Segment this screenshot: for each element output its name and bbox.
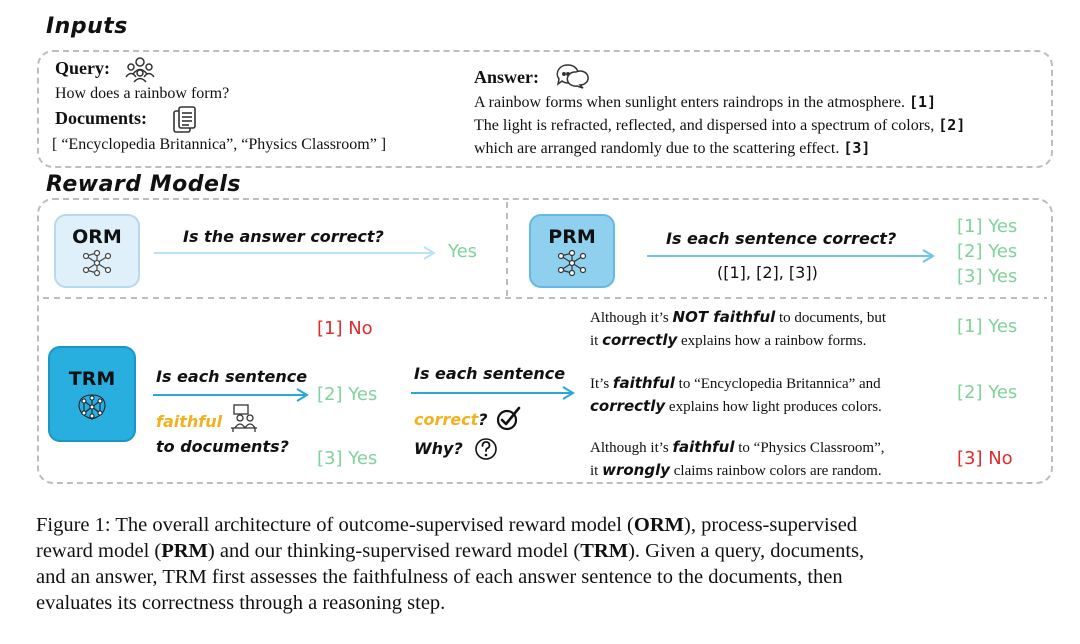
reward-models-title: Reward Models [46, 172, 242, 197]
trm-q2-line1: Is each sentence [414, 364, 566, 383]
caption-text: and an answer, TRM first assesses the fa… [36, 566, 843, 588]
caption-bold-term: PRM [161, 540, 208, 562]
caption-text: ). Given a query, documents, [628, 540, 865, 562]
documents-text: [ “Encyclopedia Britannica”, “Physics Cl… [52, 136, 387, 153]
prm-result-3: [3] Yes [957, 266, 1018, 287]
divider-lines [43, 202, 1047, 299]
answer-line-2: The light is refracted, reflected, and d… [474, 116, 966, 134]
trm-box: TRM [48, 346, 136, 442]
caption-line: Figure 1: The overall architecture of ou… [36, 512, 864, 538]
trm-faith-result-2: [2] Yes [317, 384, 378, 405]
trm-q2-mark: ? [478, 410, 488, 429]
checkmark-icon [496, 406, 521, 431]
trm-name: TRM [68, 368, 116, 390]
prm-name: PRM [548, 226, 596, 248]
people-icon [125, 57, 155, 83]
inputs-title: Inputs [46, 14, 128, 39]
documents-label: Documents: [55, 108, 147, 128]
prm-arrow [647, 249, 935, 263]
caption-text: reward model ( [36, 540, 162, 562]
trm-final-result-1: [1] Yes [957, 316, 1018, 337]
document-icon [173, 106, 196, 133]
figure-caption: Figure 1: The overall architecture of ou… [36, 512, 864, 616]
trm-final-result-2: [2] Yes [957, 382, 1018, 403]
trm-faith-result-3: [3] Yes [317, 448, 378, 469]
orm-box: ORM [54, 214, 140, 288]
question-icon [475, 438, 497, 460]
trm-arrow-1 [153, 388, 309, 402]
prm-result-2: [2] Yes [957, 241, 1018, 262]
network-icon [557, 249, 587, 277]
teacher-icon [231, 404, 257, 432]
trm-q2-correct: correct [414, 410, 479, 429]
trm-q2-why: Why? [414, 439, 463, 458]
caption-text: Figure 1: The overall architecture of ou… [36, 514, 634, 536]
trm-explanation-1: Although it’s NOT faithful to documents,… [590, 308, 887, 349]
network-icon [82, 249, 112, 277]
answer-line-1: A rainbow forms when sunlight enters rai… [474, 93, 937, 111]
answer-label: Answer: [474, 67, 539, 87]
trm-arrow-2 [411, 386, 575, 400]
trm-q1-line3: to documents? [156, 437, 289, 456]
network-icon [78, 394, 106, 420]
trm-q1-line1: Is each sentence [156, 367, 308, 386]
trm-final-result-3: [3] No [957, 448, 1013, 469]
answer-line-3: which are arranged randomly due to the s… [474, 139, 871, 157]
trm-explanation-2: It’s faithful to “Encyclopedia Britannic… [590, 374, 882, 415]
prm-result-1: [1] Yes [957, 216, 1018, 237]
trm-explanation-3: Although it’s faithful to “Physics Class… [590, 438, 885, 479]
trm-q1-faithful: faithful [156, 412, 223, 431]
orm-name: ORM [72, 226, 122, 248]
caption-text: evaluates its correctness through a reas… [36, 592, 446, 614]
prm-subtitle: ([1], [2], [3]) [717, 263, 818, 282]
caption-bold-term: ORM [633, 514, 684, 536]
inputs-box [37, 50, 1053, 168]
prm-question: Is each sentence correct? [666, 229, 897, 248]
caption-bold-term: TRM [580, 540, 629, 562]
query-text: How does a rainbow form? [55, 85, 230, 102]
caption-line: evaluates its correctness through a reas… [36, 590, 864, 616]
caption-line: reward model (PRM) and our thinking-supe… [36, 538, 864, 564]
trm-q2-line2: correct? [414, 410, 488, 429]
query-label: Query: [55, 58, 110, 78]
reward-models-box [37, 198, 1053, 484]
prm-box: PRM [529, 214, 615, 288]
orm-result: Yes [448, 241, 478, 262]
caption-text: ) and our thinking-supervised reward mod… [207, 540, 581, 562]
orm-question: Is the answer correct? [183, 227, 384, 246]
caption-line: and an answer, TRM first assesses the fa… [36, 564, 864, 590]
chat-icon [556, 64, 589, 89]
caption-text: ), process-supervised [684, 514, 858, 536]
trm-faith-result-1: [1] No [317, 318, 373, 339]
orm-arrow [154, 246, 436, 260]
